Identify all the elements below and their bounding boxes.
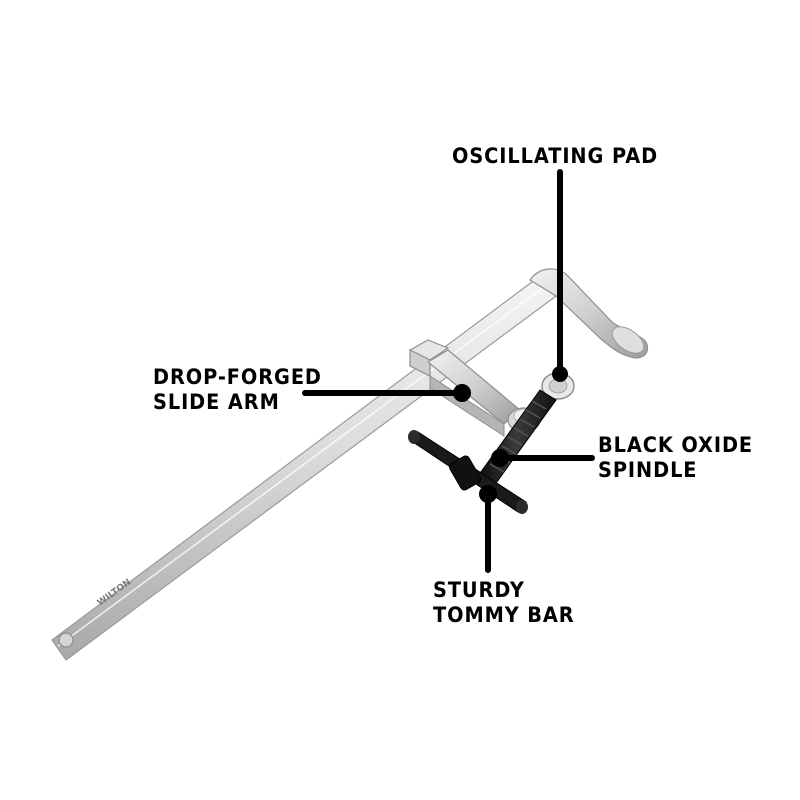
label-oscillating-pad-line1: OSCILLATING PAD bbox=[452, 144, 659, 168]
label-oscillating-pad: OSCILLATING PAD bbox=[452, 144, 658, 169]
label-slide-arm-line2: SLIDE ARM bbox=[153, 390, 280, 414]
fixed-jaw bbox=[529, 268, 649, 359]
label-slide-arm: DROP-FORGED SLIDE ARM bbox=[153, 365, 322, 415]
label-slide-arm-line1: DROP-FORGED bbox=[153, 365, 322, 389]
label-tommy-bar: STURDY TOMMY BAR bbox=[433, 578, 575, 628]
tommy-bar bbox=[408, 430, 528, 514]
label-spindle: BLACK OXIDE SPINDLE bbox=[598, 433, 753, 483]
label-tommy-bar-line2: TOMMY BAR bbox=[433, 603, 575, 627]
callout-leaders bbox=[302, 169, 595, 573]
label-spindle-line2: SPINDLE bbox=[598, 458, 698, 482]
rail-end-rivet bbox=[58, 632, 74, 648]
label-spindle-line1: BLACK OXIDE bbox=[598, 433, 754, 457]
label-tommy-bar-line1: STURDY bbox=[433, 578, 525, 602]
